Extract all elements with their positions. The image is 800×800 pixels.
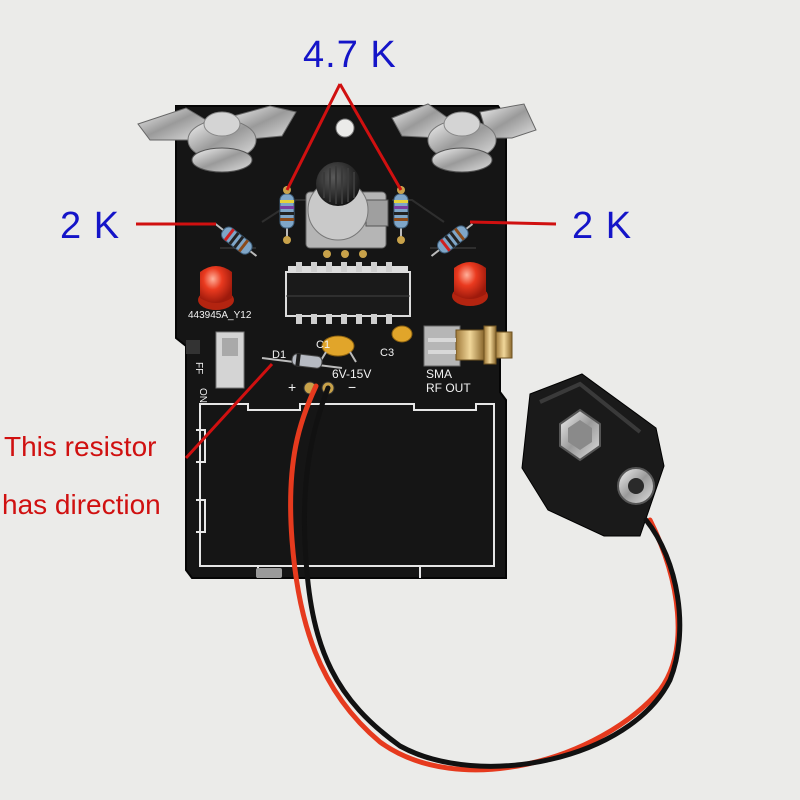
label-center-resistor: 4.7 K: [303, 34, 397, 76]
wing-nut-left: [137, 105, 297, 173]
battery-wires: [288, 383, 683, 773]
note-line-2: has direction: [2, 489, 161, 520]
silk-sma: SMA: [426, 367, 452, 381]
annotation-lines: [136, 83, 557, 460]
capacitor-c3: [391, 325, 413, 343]
slide-switch: [186, 331, 245, 389]
label-right-resistor: 2 K: [572, 205, 633, 247]
ic-chip: [285, 262, 411, 324]
resistor-4k7-right: [393, 186, 409, 244]
silk-c3: C3: [380, 347, 394, 359]
silk-rf-out: RF OUT: [426, 381, 471, 395]
silk-switch-off: FF: [193, 362, 204, 374]
led-left: [198, 266, 234, 310]
diode-d1: [261, 353, 343, 369]
resistor-4k7-left: [279, 186, 295, 244]
note-line-1: This resistor: [4, 431, 157, 462]
wing-nut-right: [391, 103, 537, 173]
silk-diode: D1: [272, 349, 286, 361]
led-right: [452, 262, 488, 306]
silk-switch-on: ON: [197, 388, 208, 403]
battery-snap: [521, 373, 665, 537]
mounting-hole: [335, 118, 355, 138]
resistor-2k-right: [430, 223, 474, 257]
silk-minus: −: [348, 379, 356, 395]
sma-connector: [423, 325, 513, 367]
label-left-resistor: 2 K: [60, 205, 121, 247]
silk-part-number: 443945A_Y12: [188, 310, 252, 321]
resistor-2k-left: [214, 223, 258, 257]
silk-c1: C1: [316, 339, 330, 351]
potentiometer: [305, 162, 389, 258]
silk-plus: +: [288, 379, 296, 395]
silk-voltage: 6V-15V: [332, 367, 371, 381]
